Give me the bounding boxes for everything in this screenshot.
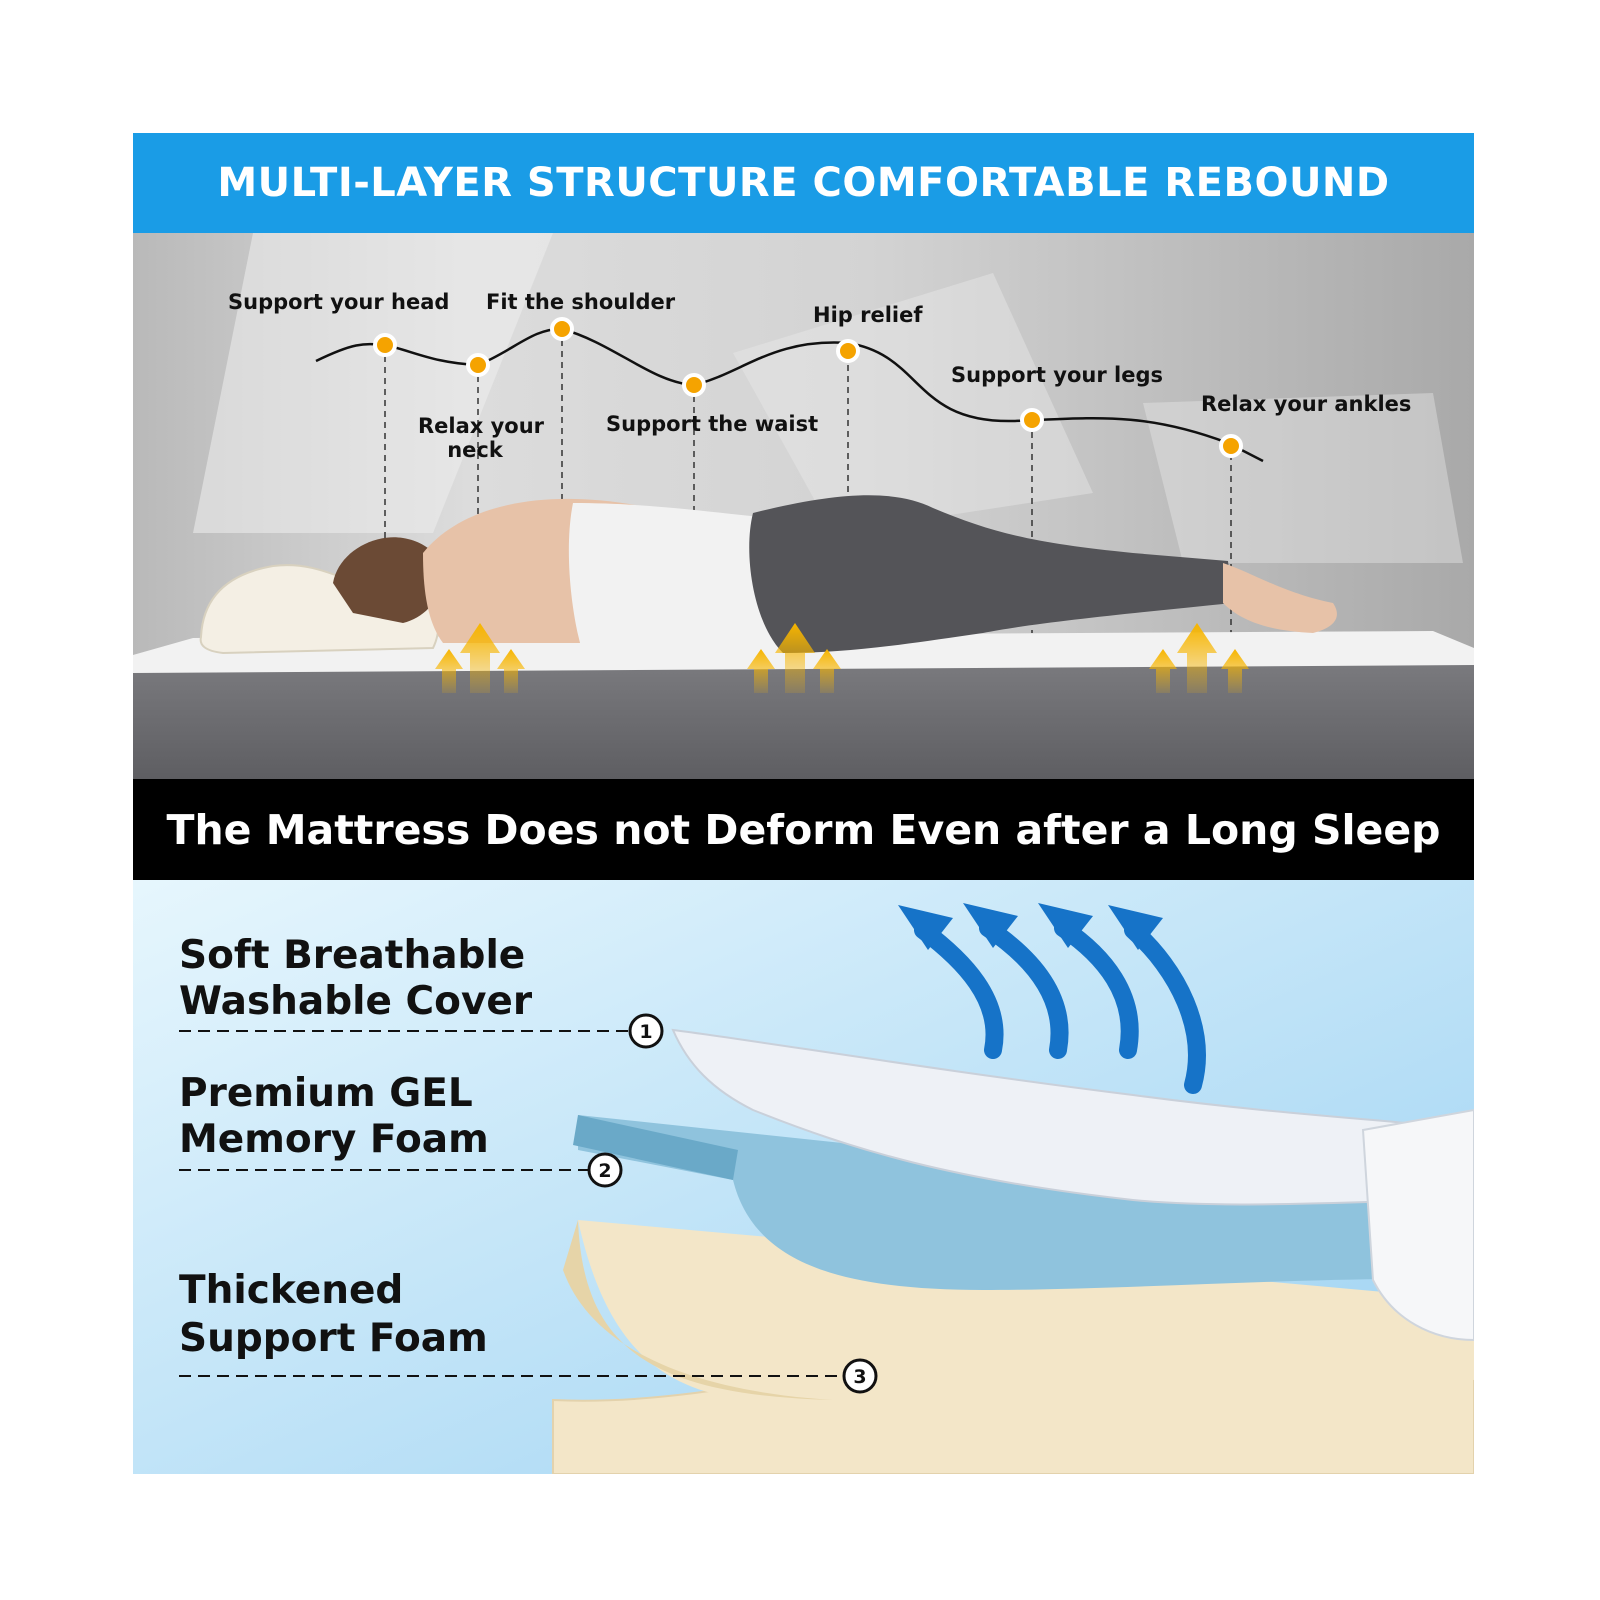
- layer-labels: Soft Breathable Washable Cover 1 Premium…: [179, 933, 878, 1394]
- support-foam-top: [578, 1220, 1474, 1402]
- airflow-arrowheads: [898, 903, 1163, 950]
- label-relax-ankles: Relax your ankles: [1201, 392, 1411, 416]
- layer-3-title-line2: Support Foam: [179, 1316, 488, 1361]
- layer-2-title-line2: Memory Foam: [179, 1117, 489, 1162]
- product-infographic: MULTI-LAYER STRUCTURE COMFORTABLE REBOUN…: [133, 133, 1474, 1474]
- marker-neck: [466, 353, 490, 377]
- layer-3-title-line1: Thickened: [179, 1268, 403, 1313]
- marker-ankles: [1219, 434, 1243, 458]
- cover-fold: [1361, 1108, 1474, 1342]
- marker-legs: [1020, 408, 1044, 432]
- support-markers: [373, 317, 1243, 458]
- layer-1-title-line1: Soft Breathable: [179, 933, 525, 978]
- label-support-waist: Support the waist: [606, 412, 818, 436]
- label-fit-shoulder: Fit the shoulder: [486, 290, 676, 314]
- label-relax-neck-2: neck: [447, 438, 504, 462]
- page-title: MULTI-LAYER STRUCTURE COMFORTABLE REBOUN…: [217, 160, 1390, 206]
- sleeper-feet: [1223, 563, 1337, 633]
- airflow-arrows: [914, 919, 1206, 1094]
- layer-1-number: 1: [639, 1021, 652, 1043]
- pressure-arrows: [435, 623, 1249, 693]
- sleeper-photo-panel: Support your head Relax your neck Fit th…: [133, 233, 1474, 779]
- light-patch: [1143, 393, 1463, 563]
- label-hip-relief: Hip relief: [813, 303, 923, 327]
- light-patch: [193, 233, 553, 533]
- layer-2-badge: [587, 1152, 623, 1188]
- marker-waist: [682, 373, 706, 397]
- gel-foam-edge: [573, 1115, 738, 1180]
- label-relax-neck-1: Relax your: [418, 414, 545, 438]
- durability-title: The Mattress Does not Deform Even after …: [166, 805, 1441, 854]
- layer-2-title-line1: Premium GEL: [179, 1071, 473, 1116]
- layer-diagram: Soft Breathable Washable Cover 1 Premium…: [133, 880, 1474, 1474]
- marker-head: [373, 333, 397, 357]
- layer-2-number: 2: [598, 1160, 611, 1182]
- marker-hip: [836, 339, 860, 363]
- layer-1-badge: [628, 1013, 664, 1049]
- layer-3-badge: [842, 1358, 878, 1394]
- top-banner: MULTI-LAYER STRUCTURE COMFORTABLE REBOUN…: [133, 133, 1474, 233]
- gel-foam-layer: [578, 1115, 1474, 1290]
- sleeper-top: [568, 503, 793, 653]
- marker-shoulder: [550, 317, 574, 341]
- sleeper-leggings: [749, 495, 1233, 653]
- label-support-legs: Support your legs: [951, 363, 1163, 387]
- durability-banner: The Mattress Does not Deform Even after …: [133, 779, 1474, 880]
- layer-3-number: 3: [853, 1366, 866, 1388]
- label-support-head: Support your head: [228, 290, 449, 314]
- light-patch: [733, 273, 1093, 533]
- layer-1-title-line2: Washable Cover: [179, 979, 533, 1024]
- sleeper-hair: [333, 537, 445, 623]
